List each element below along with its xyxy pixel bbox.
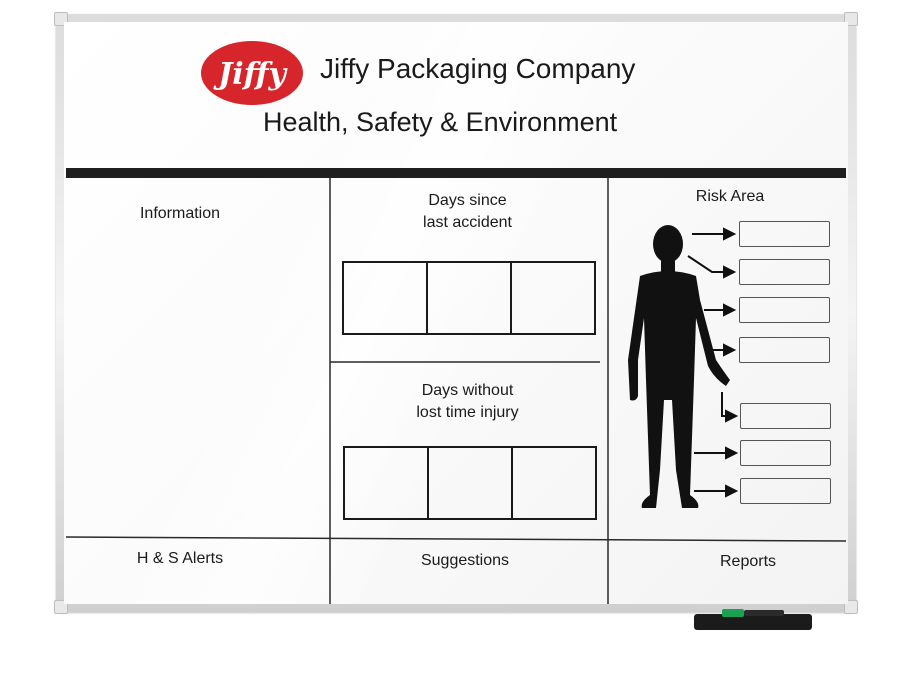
person-silhouette-icon (628, 225, 730, 508)
days-since-accident-line-1: Days since (428, 192, 507, 209)
reports-label: Reports (719, 553, 777, 570)
days-without-injury-counter (343, 446, 597, 520)
risk-arrows (687, 227, 739, 498)
counter-digit-box[interactable] (345, 448, 429, 518)
days-since-accident-label: Days since last accident (340, 190, 595, 234)
risk-area-box[interactable] (740, 478, 831, 504)
days-without-injury-line-1: Days without (421, 382, 514, 399)
logo-oval (201, 41, 303, 105)
days-without-injury-line-2: lost time injury (416, 404, 519, 421)
suggestions-label: Suggestions (420, 552, 510, 569)
counter-digit-box[interactable] (429, 448, 513, 518)
counter-digit-box[interactable] (428, 263, 512, 333)
risk-area-box[interactable] (739, 337, 830, 363)
jiffy-logo: Jiffy (201, 41, 303, 105)
risk-area-box[interactable] (739, 221, 830, 247)
risk-area-label: Risk Area (695, 188, 765, 205)
information-label: Information (139, 205, 221, 222)
logo-text: Jiffy (213, 57, 288, 92)
risk-area-box[interactable] (739, 297, 830, 323)
board-subtitle: Health, Safety & Environment (263, 107, 618, 137)
days-without-injury-label: Days without lost time injury (340, 380, 595, 424)
risk-area-box[interactable] (739, 259, 830, 285)
risk-area-box[interactable] (740, 440, 831, 466)
marker-pen-icon[interactable] (692, 608, 816, 632)
hs-alerts-label: H & S Alerts (136, 550, 224, 567)
counter-digit-box[interactable] (344, 263, 428, 333)
days-since-accident-counter (342, 261, 596, 335)
days-since-accident-line-2: last accident (423, 214, 512, 231)
divider-bottom-row (65, 536, 847, 542)
company-name: Jiffy Packaging Company (320, 53, 636, 84)
header-rule (66, 168, 846, 178)
risk-area-box[interactable] (740, 403, 831, 429)
